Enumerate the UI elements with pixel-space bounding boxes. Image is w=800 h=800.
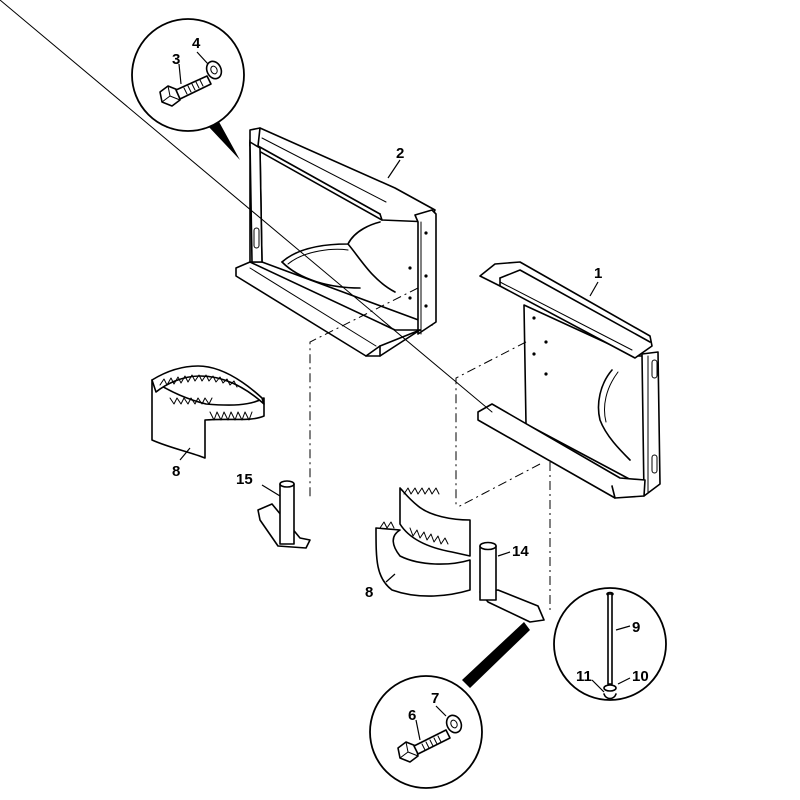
label-8-left: 8	[172, 463, 180, 480]
callout-detail-bolt-bottom: 6 7	[369, 622, 530, 789]
bolt-6-icon	[397, 729, 451, 763]
label-14: 14	[512, 543, 529, 560]
label-11: 11	[576, 668, 592, 685]
bolt-3-icon	[159, 75, 212, 107]
post-15: 15	[236, 471, 311, 549]
bracket-2: 2	[235, 127, 437, 357]
bracket-1: 1	[0, 0, 661, 499]
callout-detail-bolt-top: 3 4	[131, 18, 245, 160]
label-7: 7	[431, 690, 439, 707]
alignment-lines	[309, 287, 551, 610]
pin-11-icon	[603, 693, 617, 700]
label-6: 6	[408, 707, 416, 724]
rod-9-icon	[606, 591, 614, 685]
belt-8-left: 8	[151, 365, 265, 480]
label-2: 2	[396, 145, 404, 162]
label-1: 1	[594, 265, 602, 282]
belt-8-right: 8	[365, 487, 471, 601]
washer-10-icon	[603, 684, 617, 692]
washer-4-icon	[205, 60, 223, 80]
label-8-right: 8	[365, 584, 373, 601]
label-15: 15	[236, 471, 253, 488]
label-10: 10	[632, 668, 649, 685]
label-4: 4	[192, 35, 201, 52]
label-9: 9	[632, 619, 640, 636]
label-3: 3	[172, 51, 180, 68]
washer-7-icon	[445, 714, 463, 734]
callout-detail-rod: 9 10 11	[553, 587, 667, 701]
post-14: 14	[479, 541, 545, 623]
